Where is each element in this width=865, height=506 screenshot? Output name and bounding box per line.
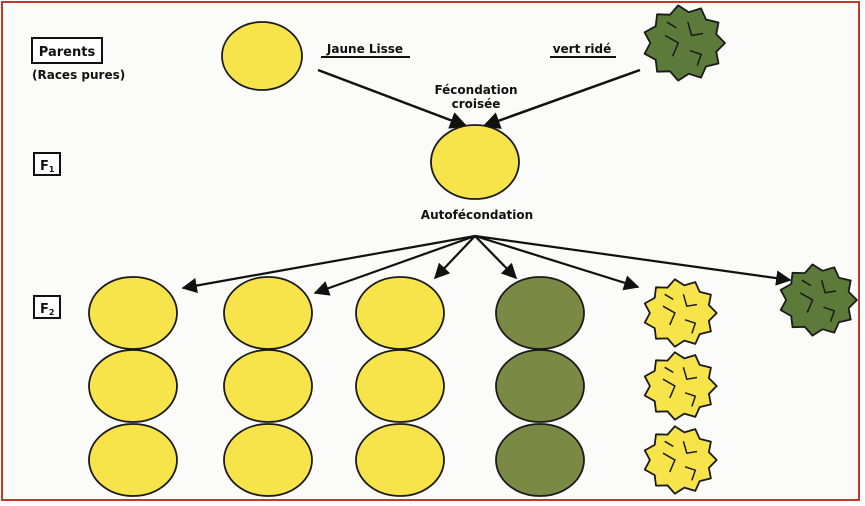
f2-seed-yellow-wrinkled-c5-r3 — [643, 425, 718, 495]
fecondation-label-line1: Fécondation — [434, 83, 517, 97]
f2-seed-yellow-wrinkled-c5-r1 — [643, 278, 718, 348]
fecondation-label-line2: croisée — [452, 97, 501, 111]
jaune-lisse-label: Jaune Lisse — [326, 42, 403, 56]
seeds-layer — [88, 4, 858, 497]
f2-arrows — [181, 234, 792, 296]
parents-label-box: Parents — [31, 37, 103, 64]
arrow-to-f2-col4 — [474, 235, 518, 280]
f2-seed-yellow-smooth-c2-r3 — [223, 423, 313, 497]
parents-label: Parents — [39, 45, 96, 60]
arrow-to-f2-col2 — [313, 234, 476, 296]
f2-seed-yellow-smooth-c1-r3 — [88, 423, 178, 497]
f2-seed-yellow-smooth-c1-r1 — [88, 276, 178, 350]
f2-seed-yellow-smooth-c3-r1 — [355, 276, 445, 350]
parent-seed-yellow-smooth — [221, 21, 303, 91]
arrow-to-f2-col1 — [181, 234, 476, 294]
f2-seed-green-smooth-c4-r1 — [495, 276, 585, 350]
f2-seed-yellow-smooth-c3-r2 — [355, 349, 445, 423]
arrow-parent2-to-f1 — [482, 68, 641, 129]
autofecondation-label: Autofécondation — [421, 208, 533, 222]
f2-seed-yellow-smooth-c1-r2 — [88, 349, 178, 423]
f2-seed-yellow-smooth-c3-r3 — [355, 423, 445, 497]
f2-seed-green-wrinkled-c6-r1 — [779, 263, 858, 337]
parent-seed-green-wrinkled — [643, 4, 726, 82]
f2-seed-yellow-smooth-c2-r2 — [223, 349, 313, 423]
arrow-to-f2-col6 — [474, 234, 792, 286]
vert-ride-label: vert ridé — [553, 42, 612, 56]
f2-seed-green-smooth-c4-r2 — [495, 349, 585, 423]
arrow-parent1-to-f1 — [317, 68, 468, 129]
f1-label-box: F1 — [33, 152, 61, 176]
f2-label-box: F2 — [33, 295, 61, 319]
arrow-to-f2-col5 — [474, 234, 640, 291]
races-pures-label: (Races pures) — [32, 68, 125, 82]
arrow-to-f2-col3 — [433, 235, 476, 280]
f2-seed-yellow-wrinkled-c5-r2 — [643, 351, 718, 421]
f1-seed-yellow-smooth — [430, 124, 520, 200]
f2-seed-yellow-smooth-c2-r1 — [223, 276, 313, 350]
f2-label: F2 — [40, 302, 54, 317]
f1-label: F1 — [40, 159, 55, 174]
f2-seed-green-smooth-c4-r3 — [495, 423, 585, 497]
